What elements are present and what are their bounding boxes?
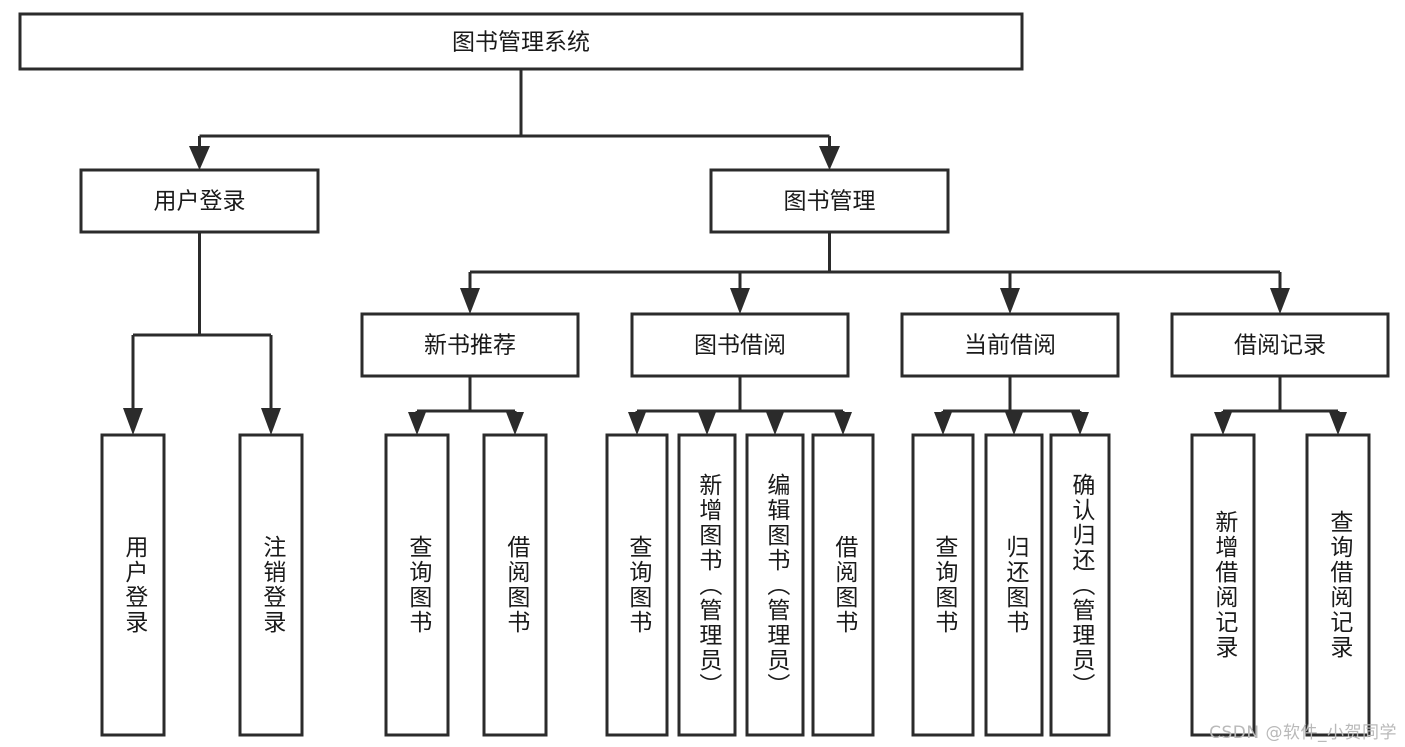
node-current-borrow[interactable]: 当前借阅	[900, 312, 1120, 378]
node-book-borrow-box[interactable]	[630, 312, 850, 378]
node-user-login[interactable]: 用户登录	[79, 168, 320, 234]
arrow-head-icon	[766, 412, 784, 435]
node-book-borrow[interactable]: 图书借阅	[630, 312, 850, 378]
leaf-box[interactable]	[1190, 433, 1256, 737]
arrow-head-icon	[628, 412, 646, 435]
node-root-box[interactable]	[18, 12, 1024, 71]
leaf-box[interactable]	[1049, 433, 1111, 737]
arrow-head-icon	[819, 146, 840, 170]
leaf-box[interactable]	[100, 433, 166, 737]
leaf-box[interactable]	[384, 433, 450, 737]
leaf-boxes-group	[100, 433, 1371, 737]
arrow-head-icon	[1329, 412, 1347, 435]
leaf-box[interactable]	[984, 433, 1044, 737]
node-book-borrow-label: 图书借阅	[694, 333, 786, 359]
arrow-head-icon	[1000, 288, 1020, 314]
node-user-login-box[interactable]	[79, 168, 320, 234]
leaf-box[interactable]	[238, 433, 304, 737]
arrow-head-icon	[189, 146, 210, 170]
edge-group-records-to-leaves	[1214, 376, 1347, 435]
node-book-management-label: 图书管理	[784, 189, 876, 215]
arrow-head-icon	[730, 288, 750, 314]
node-borrow-records-label: 借阅记录	[1234, 333, 1326, 359]
node-book-management-box[interactable]	[709, 168, 950, 234]
arrow-head-icon	[934, 412, 952, 435]
arrow-head-icon	[834, 412, 852, 435]
arrow-head-icon	[408, 412, 426, 435]
arrow-head-icon	[506, 412, 524, 435]
edge-group-current-to-leaves	[934, 376, 1089, 435]
node-new-book-recommend-label: 新书推荐	[424, 333, 516, 359]
leaf-box[interactable]	[911, 433, 975, 737]
node-borrow-records[interactable]: 借阅记录	[1170, 312, 1390, 378]
node-current-borrow-label: 当前借阅	[964, 333, 1056, 359]
arrow-head-icon	[261, 408, 281, 435]
leaf-box[interactable]	[482, 433, 548, 737]
node-book-management[interactable]: 图书管理	[709, 168, 950, 234]
watermark: CSDN @软件_小贺同学	[1209, 723, 1397, 743]
leaf-box[interactable]	[605, 433, 669, 737]
node-borrow-records-box[interactable]	[1170, 312, 1390, 378]
edge-group-bookmgmt-to-level3	[460, 232, 1290, 314]
edge-group-root-to-level2	[189, 69, 840, 170]
leaf-box[interactable]	[677, 433, 737, 737]
node-new-book-recommend-box[interactable]	[360, 312, 580, 378]
leaf-box[interactable]	[1305, 433, 1371, 737]
arrow-head-icon	[1005, 412, 1023, 435]
arrow-head-icon	[1214, 412, 1232, 435]
edge-group-userlogin-to-leaves	[123, 232, 281, 435]
arrow-head-icon	[1270, 288, 1290, 314]
arrow-head-icon	[698, 412, 716, 435]
node-user-login-label: 用户登录	[154, 189, 246, 215]
arrow-head-icon	[123, 408, 143, 435]
leaf-box[interactable]	[811, 433, 875, 737]
node-root-label: 图书管理系统	[452, 30, 590, 56]
node-new-book-recommend[interactable]: 新书推荐	[360, 312, 580, 378]
arrow-head-icon	[460, 288, 480, 314]
edge-group-borrow-to-leaves	[628, 376, 852, 435]
leaf-box[interactable]	[745, 433, 805, 737]
node-current-borrow-box[interactable]	[900, 312, 1120, 378]
node-root[interactable]: 图书管理系统	[18, 12, 1024, 71]
arrow-head-icon	[1071, 412, 1089, 435]
edge-group-newbook-to-leaves	[408, 376, 524, 435]
